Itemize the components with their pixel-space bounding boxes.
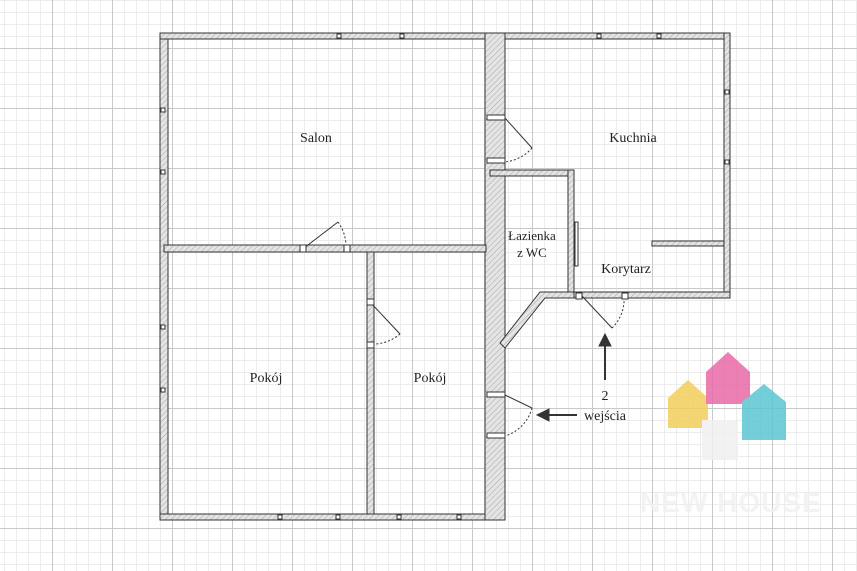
room-label-lazienka: Łazienka <box>508 228 556 243</box>
room-label-pokoj-right: Pokój <box>414 371 447 386</box>
room-label-salon: Salon <box>300 131 332 146</box>
watermark-text: NEW HOUSE <box>640 487 822 518</box>
entrance-label: wejścia <box>584 409 627 424</box>
logo-pink-house-icon <box>706 352 750 404</box>
entrance-count: 2 <box>602 389 609 404</box>
walls <box>159 32 731 521</box>
room-label-kuchnia: Kuchnia <box>609 131 657 146</box>
entrance-arrows <box>535 332 612 422</box>
watermark-logo: NEW HOUSE <box>640 352 822 518</box>
logo-teal-house-icon <box>742 384 786 440</box>
arrow-up-head-icon <box>598 332 612 347</box>
windows <box>160 33 730 520</box>
arrow-left-head-icon <box>535 408 550 422</box>
room-label-korytarz: Korytarz <box>601 262 651 277</box>
room-label-lazienka-wc: z WC <box>517 245 547 260</box>
logo-yellow-house-icon <box>668 380 708 428</box>
room-label-pokoj-left: Pokój <box>250 371 283 386</box>
doors <box>299 114 629 439</box>
